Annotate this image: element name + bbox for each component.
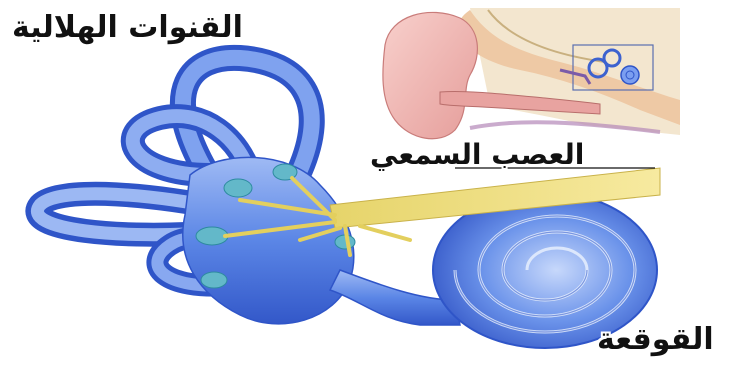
- semicircular-canals-label: القنوات الهلالية: [12, 10, 243, 45]
- outer-ear-inset: [383, 8, 680, 139]
- cochlea-label: القوقعة: [597, 322, 714, 357]
- auditory-nerve-label: العصب السمعي: [370, 138, 584, 171]
